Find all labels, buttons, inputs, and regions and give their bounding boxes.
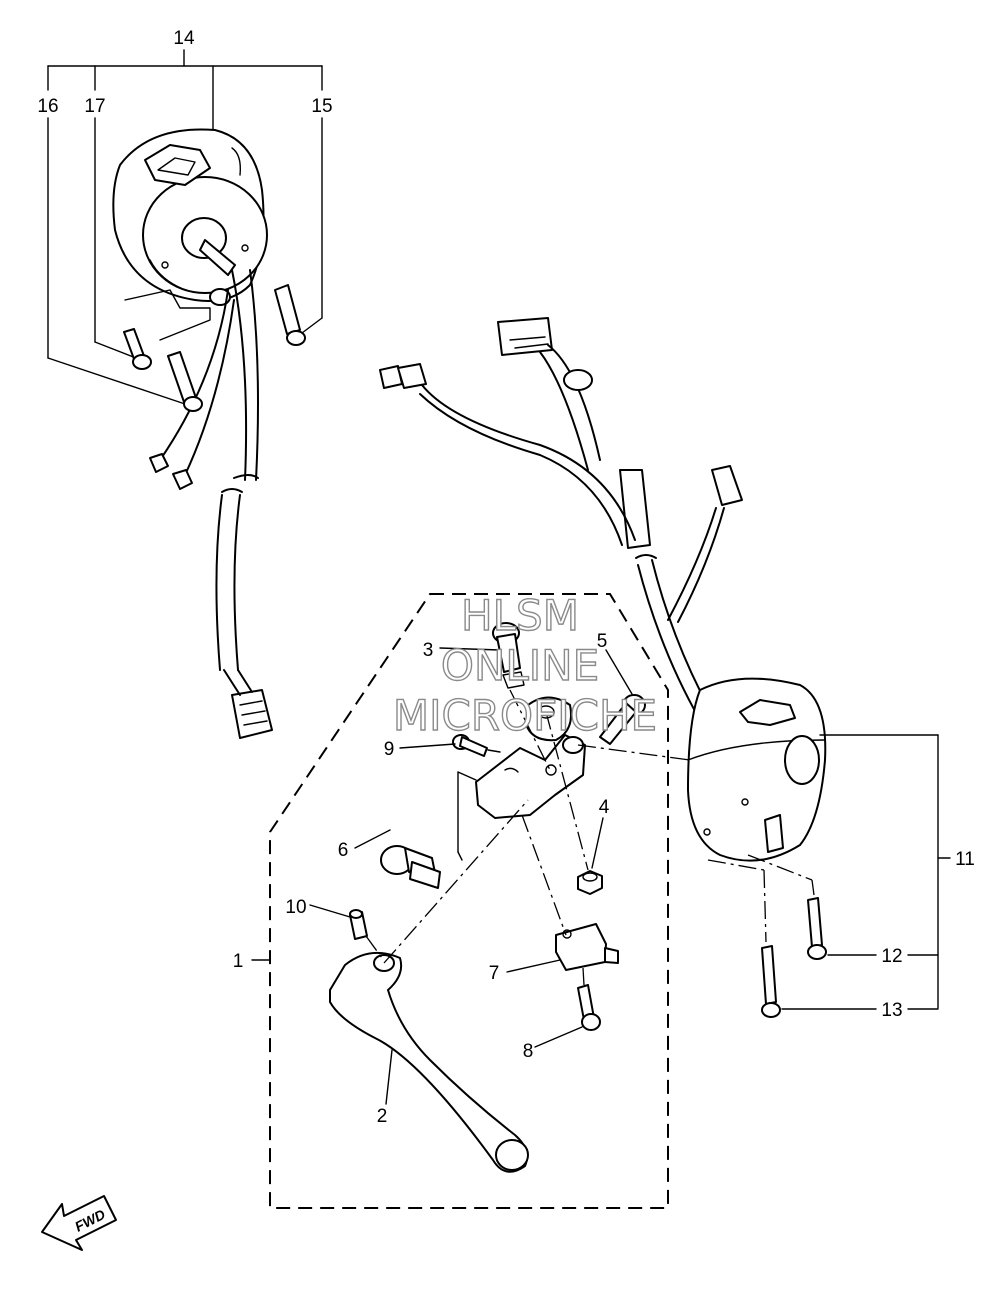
screw-15: [274, 284, 306, 346]
callout-9: 9: [384, 739, 395, 760]
callout-4: 4: [599, 797, 610, 818]
callout-3: 3: [423, 640, 434, 661]
collar-10: [349, 909, 368, 940]
screw-5: [599, 694, 646, 745]
lever-assembly-outline: [269, 593, 669, 1209]
screw-guide-lines: [124, 289, 211, 341]
left-handlebar-switch: [112, 128, 268, 306]
callout-1: 1: [233, 951, 244, 972]
callout-12: 12: [881, 946, 902, 967]
screw-13: [761, 945, 781, 1018]
bracket-11: [707, 734, 951, 1010]
callout-14: 14: [173, 28, 195, 49]
callout-2: 2: [377, 1106, 388, 1127]
screw-16: [167, 351, 203, 412]
watermark-line2: ONLINE: [441, 641, 599, 690]
screw-9: [452, 734, 488, 757]
screw-12: [807, 897, 827, 960]
nut-4: [577, 870, 603, 895]
callout-numbers: 14 16 17 15 3 5 9 4 6 11 10 1 12 7 13 8 …: [37, 28, 974, 1127]
callout-16: 16: [37, 96, 58, 117]
callout-5: 5: [597, 631, 608, 652]
callout-10: 10: [285, 897, 306, 918]
watermark-line3: MICROFICHE: [393, 691, 657, 740]
callout-13: 13: [881, 1000, 902, 1021]
screw-17: [123, 328, 152, 370]
screw-8: [577, 984, 601, 1031]
callout-11: 11: [955, 849, 975, 870]
callout-6: 6: [338, 840, 349, 861]
center-lines: [365, 689, 691, 986]
brake-switch-7: [555, 923, 619, 971]
bolt-6: [380, 845, 441, 889]
right-handlebar-switch: [687, 677, 827, 862]
callout-7: 7: [489, 963, 500, 984]
watermark: HLSM ONLINE MICROFICHE: [392, 590, 658, 740]
watermark-line1: HLSM: [461, 591, 579, 640]
callout-8: 8: [523, 1041, 534, 1062]
callout-leaders: [309, 647, 633, 1105]
bracket-14: [47, 49, 323, 405]
bolt-3: [492, 622, 525, 689]
brake-lever: [329, 951, 529, 1173]
fwd-arrow: FWD: [41, 1195, 117, 1251]
callout-15: 15: [311, 96, 332, 117]
callout-17: 17: [84, 96, 105, 117]
right-harness: [379, 317, 743, 721]
left-harness: [149, 269, 273, 739]
